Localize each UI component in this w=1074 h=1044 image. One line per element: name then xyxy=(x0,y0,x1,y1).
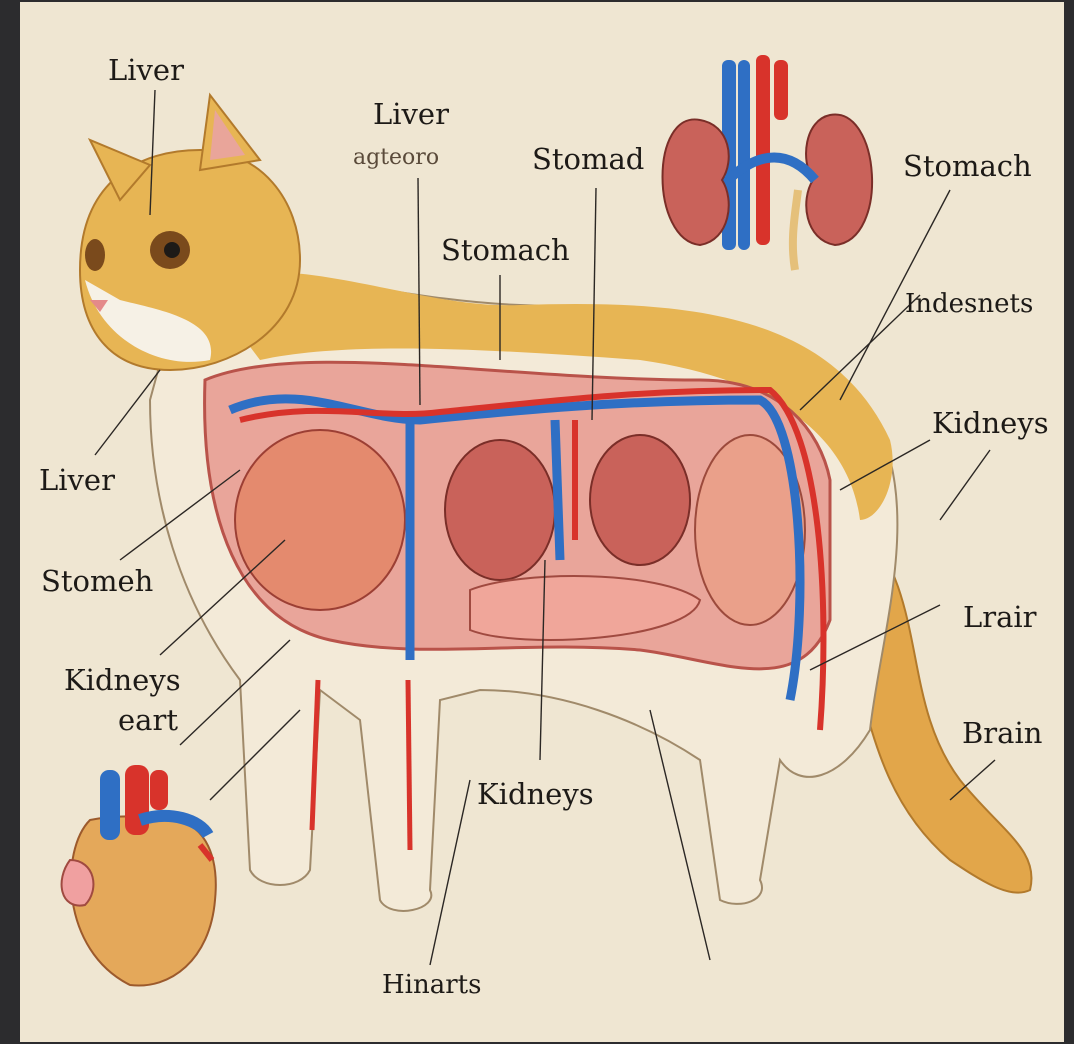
label-lrair: Lrair xyxy=(963,603,1037,632)
label-kidneys-right: Kidneys xyxy=(932,409,1049,438)
label-stomach-center: Stomach xyxy=(441,236,570,265)
label-eart: eart xyxy=(118,706,178,735)
heart-inset-icon xyxy=(62,765,216,986)
kidney-inset-icon xyxy=(663,55,873,270)
label-stomach-right: Stomach xyxy=(903,152,1032,181)
label-liver-mid: Liver xyxy=(373,100,449,129)
label-kidneys-bottom: Kidneys xyxy=(477,780,594,809)
label-indesnets: Indesnets xyxy=(905,291,1033,317)
label-liver-top: Liver xyxy=(108,56,184,85)
label-stomad: Stomad xyxy=(532,145,644,174)
label-hinarts: Hinarts xyxy=(382,972,481,998)
label-stomeh: Stomeh xyxy=(41,567,153,596)
label-brain: Brain xyxy=(962,719,1042,748)
label-kidneys-left: Kidneys xyxy=(64,666,181,695)
label-agteoro: agteoro xyxy=(353,147,439,169)
label-liver-left: Liver xyxy=(39,466,115,495)
